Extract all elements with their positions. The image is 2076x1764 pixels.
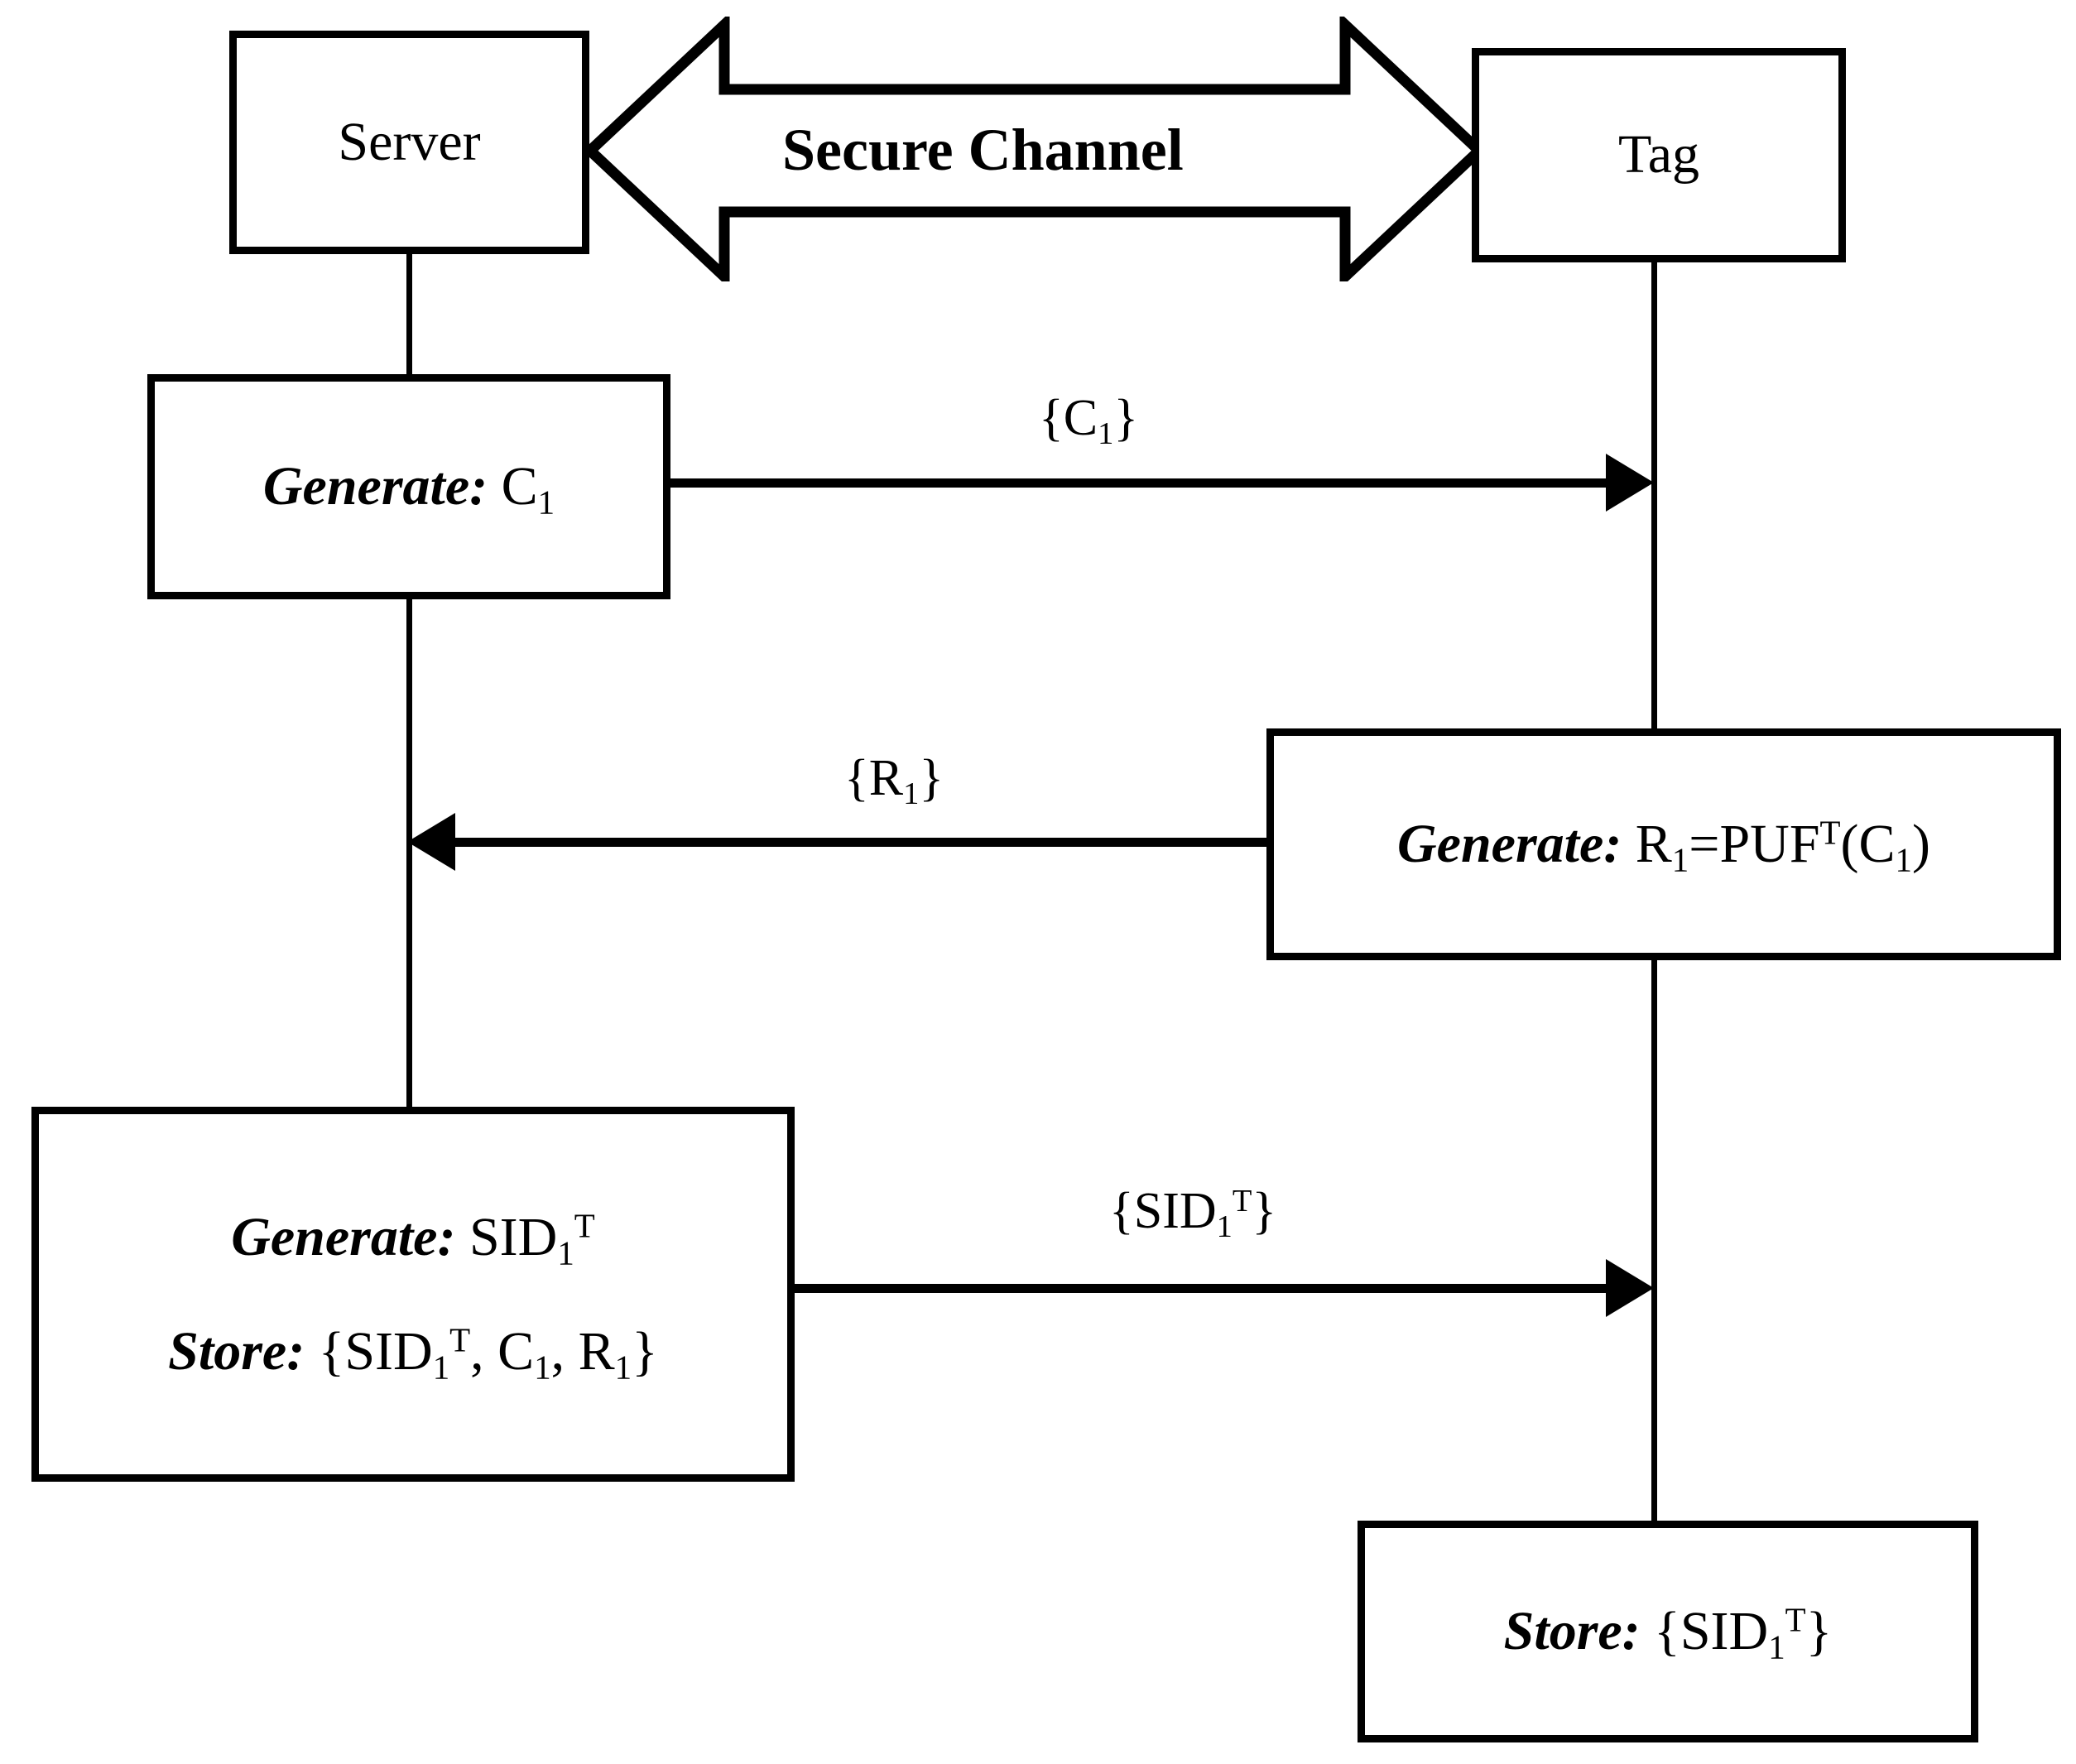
message-label-c1: {C1} — [1039, 390, 1139, 451]
subscript-1: 1 — [1216, 1209, 1233, 1244]
message-arrowhead-c1 — [1606, 454, 1654, 512]
subscript-1: 1 — [1671, 841, 1689, 879]
step-tag-generate-r1[interactable]: Generate: R1=PUFT(C1) — [1266, 728, 2061, 960]
tag-label: Tag — [1617, 124, 1699, 185]
superscript-t: T — [1232, 1184, 1252, 1219]
step-line-generate-r1: Generate: R1=PUFT(C1) — [1397, 807, 1930, 881]
subscript-1: 1 — [537, 483, 555, 522]
message-label-sid1t: {SID1T} — [1109, 1183, 1277, 1244]
keyword-store: Store: — [168, 1320, 305, 1382]
subscript-1: 1 — [1768, 1628, 1785, 1666]
step-line-generate-sid1: Generate: SID1T — [231, 1200, 595, 1274]
value-sid1t: SID1T — [469, 1207, 595, 1272]
subscript-1: 1 — [534, 1348, 551, 1386]
value-store-set-server: {SID1T, C1, R1} — [318, 1320, 658, 1386]
secure-channel-label: Secure Channel — [782, 117, 1184, 183]
message-line-r1 — [455, 838, 1271, 847]
subscript-1: 1 — [557, 1234, 574, 1272]
value-c1: C1 — [501, 456, 555, 522]
step-tag-store-sid1[interactable]: Store: {SID1T} — [1358, 1521, 1978, 1742]
value-store-set-tag: {SID1T} — [1654, 1601, 1833, 1666]
step-server-generate-store-sid1[interactable]: Generate: SID1T Store: {SID1T, C1, R1} — [31, 1107, 795, 1482]
superscript-t: T — [574, 1208, 595, 1246]
value-r1-expression: R1=PUFT(C1) — [1635, 814, 1930, 879]
server-entity-box[interactable]: Server — [229, 31, 589, 254]
step-line-store-server: Store: {SID1T, C1, R1} — [168, 1315, 658, 1388]
keyword-generate: Generate: — [231, 1207, 456, 1268]
message-line-sid1t — [795, 1284, 1606, 1293]
server-lifeline-top — [406, 252, 412, 378]
server-label: Server — [338, 111, 481, 172]
message-arrowhead-sid1t — [1606, 1259, 1654, 1317]
keyword-generate: Generate: — [1397, 814, 1622, 875]
superscript-t: T — [449, 1321, 471, 1359]
subscript-1: 1 — [1098, 416, 1114, 451]
subscript-1: 1 — [903, 776, 920, 811]
step-server-generate-c1[interactable]: Generate: C1 — [147, 374, 670, 599]
message-line-c1 — [670, 478, 1606, 488]
message-arrowhead-r1 — [407, 813, 455, 871]
superscript-t: T — [1785, 1602, 1806, 1640]
subscript-1: 1 — [432, 1348, 450, 1386]
keyword-store: Store: — [1503, 1601, 1641, 1662]
tag-lifeline-top — [1651, 258, 1657, 732]
keyword-generate: Generate: — [262, 456, 488, 517]
subscript-1: 1 — [614, 1348, 632, 1386]
step-line-generate-c1: Generate: C1 — [263, 449, 555, 523]
tag-lifeline-mid — [1651, 956, 1657, 1527]
subscript-1: 1 — [1895, 841, 1912, 879]
step-line-store-tag: Store: {SID1T} — [1504, 1594, 1833, 1668]
tag-entity-box[interactable]: Tag — [1472, 48, 1846, 262]
superscript-t: T — [1819, 815, 1841, 853]
message-label-r1: {R1} — [844, 750, 944, 811]
